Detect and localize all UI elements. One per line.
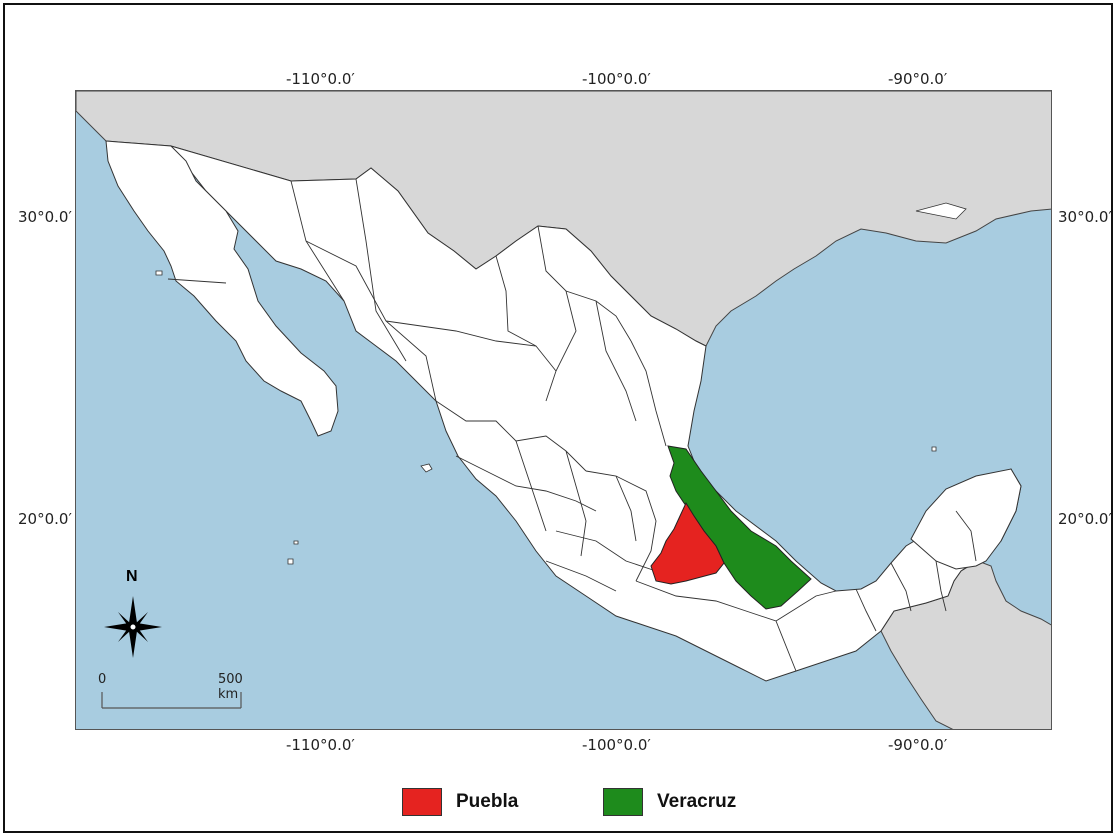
veracruz-region (667, 445, 812, 610)
scale-bar: 0 500 km (98, 672, 245, 712)
lon-label-bottom-110: -110°0.0′ (286, 736, 355, 754)
state-borders (167, 178, 977, 672)
lon-label-bottom-100: -100°0.0′ (582, 736, 651, 754)
map-svg (76, 91, 1051, 729)
lon-label-bottom-90: -90°0.0′ (888, 736, 948, 754)
lon-label-top-110: -110°0.0′ (286, 70, 355, 88)
scale-bar-line (101, 692, 242, 709)
lat-label-left-30: 30°0.0′ (18, 208, 72, 226)
baja-california (105, 140, 339, 437)
puebla-region (650, 501, 725, 585)
lat-label-left-20: 20°0.0′ (18, 510, 72, 528)
legend-swatch-puebla (402, 788, 442, 816)
map-canvas (75, 90, 1052, 730)
legend-item-puebla: Puebla (402, 787, 518, 817)
scale-end-label: 500 km (218, 672, 243, 702)
compass-rose-icon (104, 596, 162, 658)
islands (155, 202, 967, 565)
lon-label-top-90: -90°0.0′ (888, 70, 948, 88)
north-label: N (126, 568, 138, 585)
legend-label-veracruz: Veracruz (657, 791, 737, 812)
lat-label-right-30: 30°0.0′ (1058, 208, 1112, 226)
lat-label-right-20: 20°0.0′ (1058, 510, 1112, 528)
legend-swatch-veracruz (603, 788, 643, 816)
lon-label-top-100: -100°0.0′ (582, 70, 651, 88)
legend-item-veracruz: Veracruz (603, 787, 736, 817)
yucatan-peninsula (910, 468, 1022, 570)
scale-start-label: 0 (98, 672, 107, 687)
legend-label-puebla: Puebla (456, 791, 519, 812)
